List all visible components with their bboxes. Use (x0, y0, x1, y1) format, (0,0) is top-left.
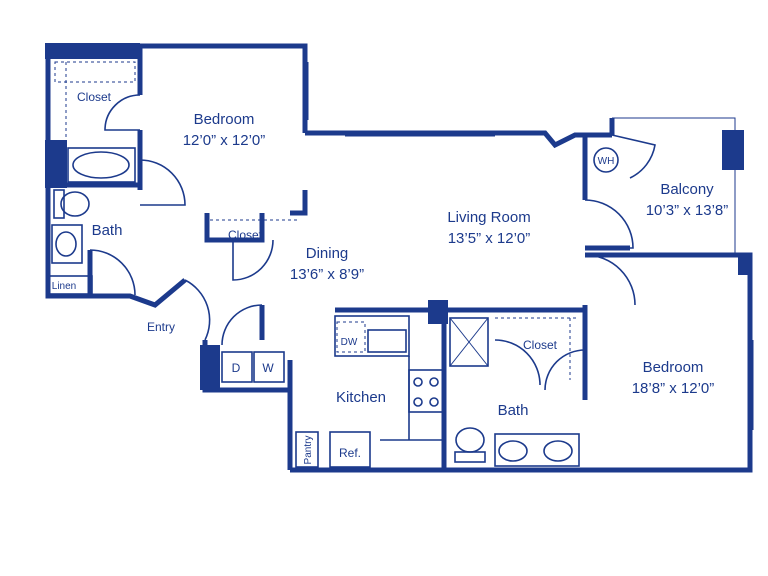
balcony-dims: 10’3” x 13’8” (646, 202, 729, 219)
entry-label: Entry (147, 320, 175, 334)
doors (89, 94, 656, 391)
washer-label: W (262, 361, 274, 375)
closet-a-label: Closet (77, 90, 112, 104)
bedroom1-dims: 12’0” x 12’0” (183, 132, 266, 149)
bedroom2-name: Bedroom (643, 359, 704, 376)
linen-label: Linen (52, 281, 76, 292)
dryer-label: D (232, 361, 241, 375)
pantry-label: Pantry (303, 436, 314, 465)
bedroom2-dims: 18’8” x 12’0” (632, 380, 715, 397)
labels: Bedroom 12’0” x 12’0” Living Room 13’5” … (52, 90, 729, 464)
closet-c-label: Closet (523, 338, 558, 352)
dining-dims: 13’6” x 8’9” (290, 266, 364, 283)
walls (45, 43, 753, 473)
refrigerator-label: Ref. (339, 446, 361, 460)
kitchen-name: Kitchen (336, 389, 386, 406)
windows (302, 62, 754, 430)
water-heater-label: WH (598, 156, 615, 167)
wall-blocks (45, 43, 752, 390)
dishwasher-label: DW (341, 337, 358, 348)
dining-name: Dining (306, 245, 349, 262)
living-name: Living Room (447, 209, 530, 226)
bath2-name: Bath (498, 402, 529, 419)
bedroom1-name: Bedroom (194, 111, 255, 128)
balcony-name: Balcony (660, 181, 714, 198)
living-dims: 13’5” x 12’0” (448, 230, 531, 247)
bath1-name: Bath (92, 222, 123, 239)
fixtures (47, 61, 619, 468)
closet-b-label: Closet (228, 228, 263, 242)
